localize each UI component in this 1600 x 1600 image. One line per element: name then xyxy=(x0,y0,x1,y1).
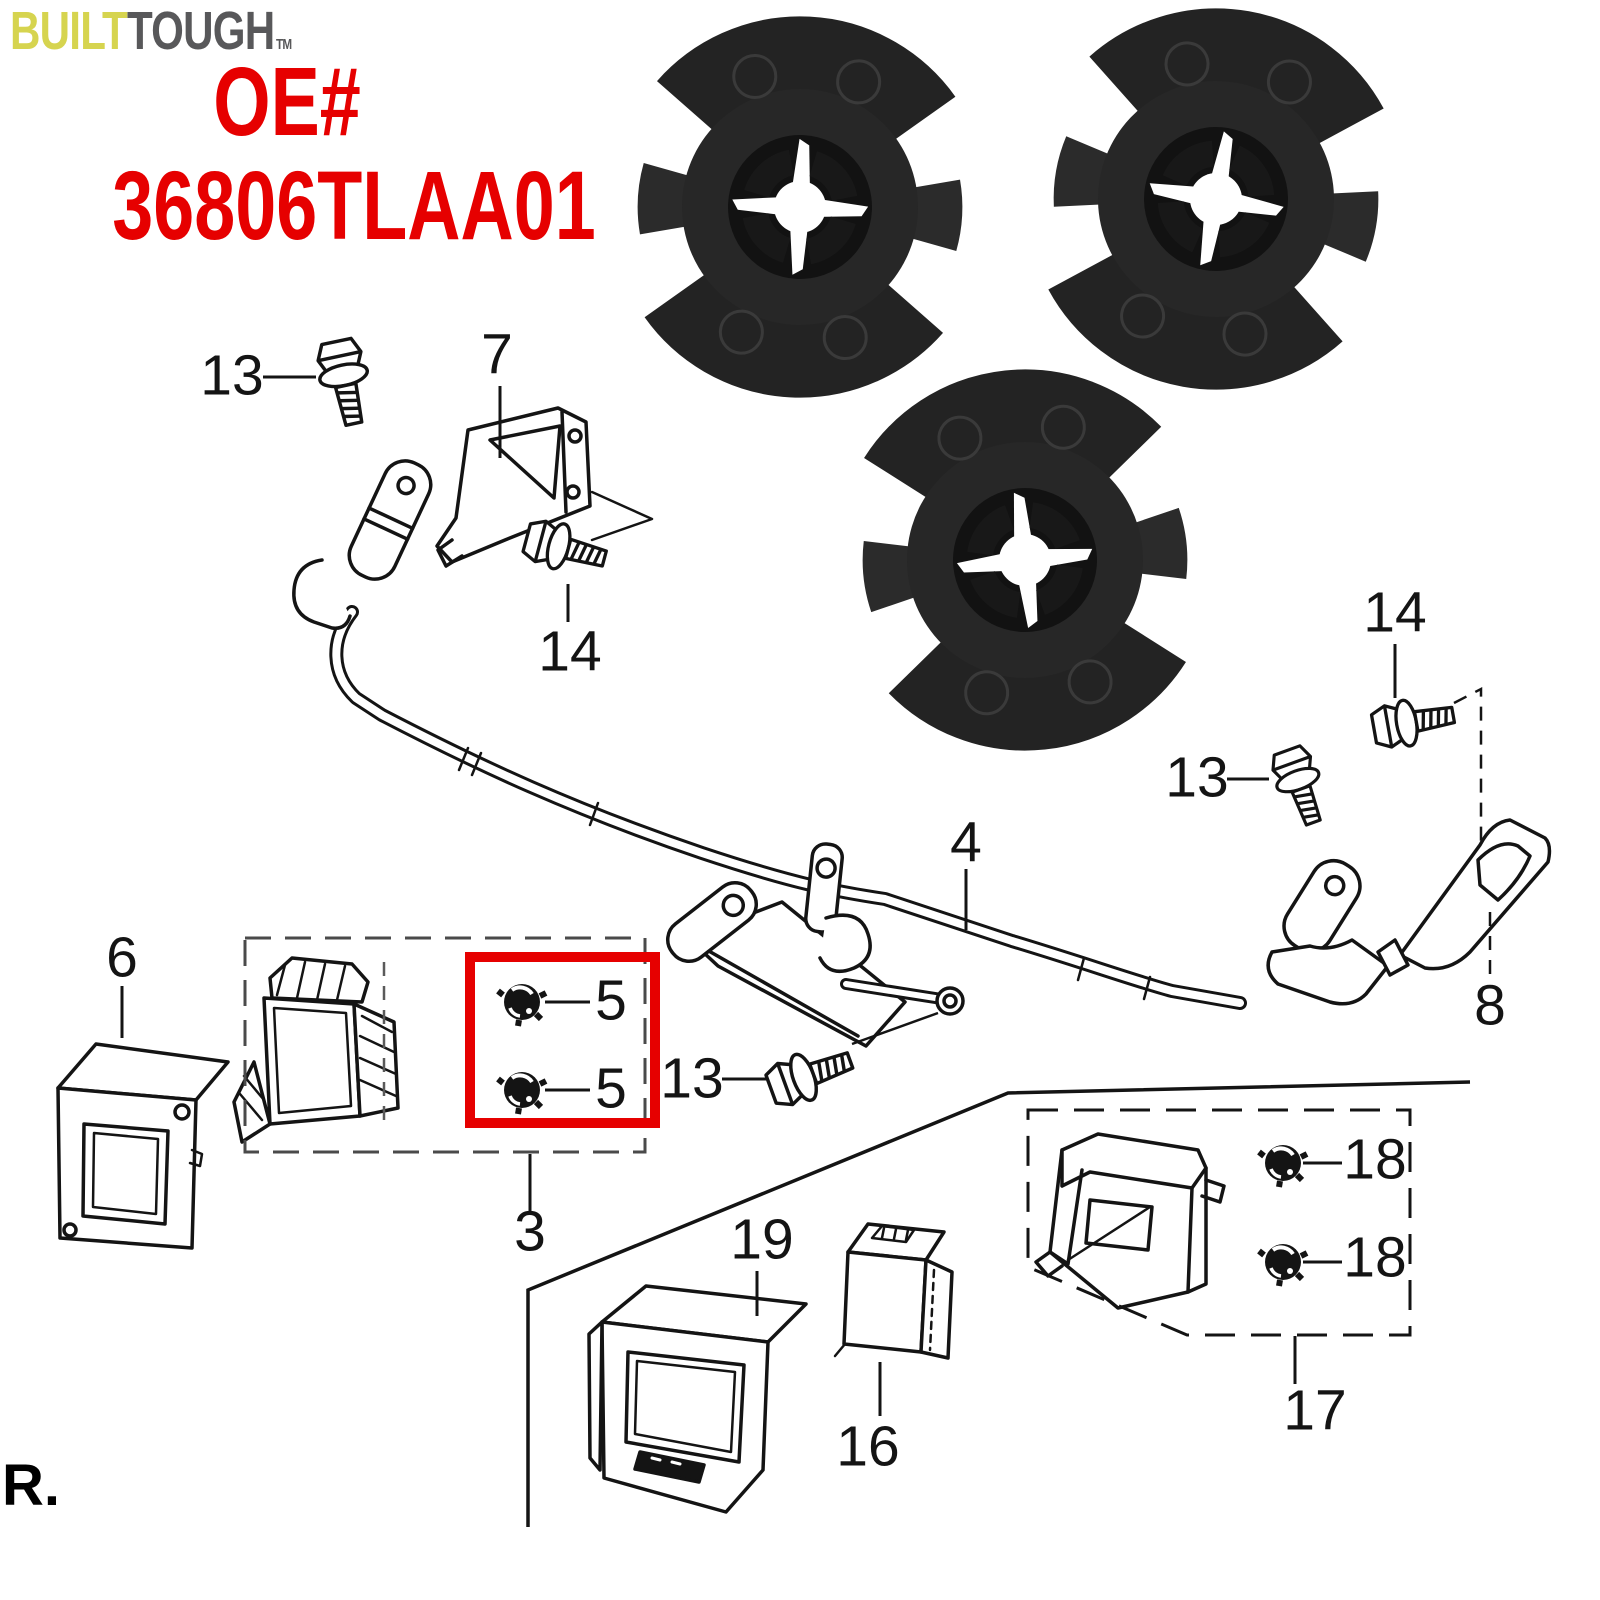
brand-logo-word1: BUILT xyxy=(10,1,128,61)
callout-4: 4 xyxy=(950,810,982,875)
oe-number-line2: 36806TLAA01 xyxy=(112,151,596,260)
callout-13-middle: 13 xyxy=(660,1046,724,1111)
callout-6: 6 xyxy=(106,925,138,990)
callout-18-top: 18 xyxy=(1343,1127,1407,1192)
bolt-13-top-left-art xyxy=(311,334,380,431)
nut-5-top-art xyxy=(498,984,546,1026)
retainer-clip-photo-2 xyxy=(1055,25,1377,374)
oe-number-line1: OE# xyxy=(213,47,361,156)
bolt-14-right-art xyxy=(1368,690,1459,754)
callout-7: 7 xyxy=(481,322,513,387)
callout-13-right: 13 xyxy=(1165,745,1229,810)
callout-18-bottom: 18 xyxy=(1343,1225,1407,1290)
bolt-14-left-art xyxy=(519,513,612,583)
dashed-box-part-17 xyxy=(1026,1108,1412,1337)
callout-3: 3 xyxy=(514,1199,546,1264)
callout-5-top: 5 xyxy=(595,968,627,1033)
leader-lines xyxy=(120,375,1397,1416)
bolt-13-middle-art xyxy=(761,1036,860,1114)
retainer-clip-photo-1 xyxy=(656,47,944,367)
callout-5-bottom: 5 xyxy=(595,1056,627,1121)
retainer-clip-photo-3 xyxy=(873,394,1176,727)
bracket-8-art xyxy=(1376,818,1552,977)
nut-5-bottom-art xyxy=(498,1072,546,1114)
callout-14-left: 14 xyxy=(538,619,602,684)
section-boundary-line xyxy=(526,1080,1471,1527)
cover-6-art xyxy=(56,1042,230,1250)
bracket-7-art xyxy=(435,406,654,568)
callout-14-right: 14 xyxy=(1363,580,1427,645)
bracket-17-art xyxy=(1034,1132,1226,1310)
nut-18-bottom-art xyxy=(1259,1244,1307,1286)
dashed-leaders xyxy=(1453,686,1492,980)
radar-unit-16-art xyxy=(833,1222,954,1360)
nut-18-top-art xyxy=(1259,1145,1307,1187)
cover-19-art xyxy=(587,1284,808,1514)
brand-logo-word2: TOUGH xyxy=(126,1,275,61)
radar-unit-3-art xyxy=(232,956,400,1144)
bolt-13-right-art xyxy=(1264,741,1336,832)
trademark-mark: TM xyxy=(275,36,292,53)
callout-16: 16 xyxy=(836,1414,900,1479)
dashed-box-part-3 xyxy=(243,936,647,1154)
view-reference-letter: R. xyxy=(2,1453,60,1518)
callout-17: 17 xyxy=(1283,1378,1347,1443)
sensor-harness-pipe-4-art xyxy=(292,459,1390,1048)
callout-13-top-left: 13 xyxy=(200,343,264,408)
oe-number-title: OE# 36806TLAA01 xyxy=(112,47,596,260)
highlight-box-part-5 xyxy=(465,952,660,1128)
callout-19: 19 xyxy=(730,1207,794,1272)
callout-8: 8 xyxy=(1474,973,1506,1038)
